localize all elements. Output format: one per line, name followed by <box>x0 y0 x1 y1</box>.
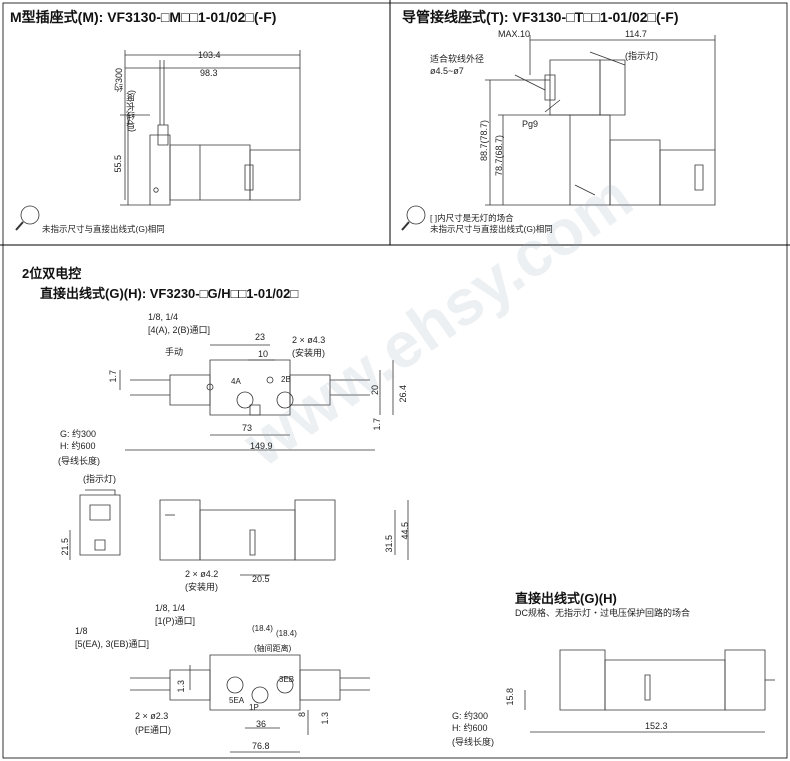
valve-t-body <box>544 59 716 206</box>
pe-label: (PE通口) <box>135 725 172 735</box>
valve-top-view <box>130 359 370 416</box>
pg9-label: Pg9 <box>522 119 539 129</box>
section-2pos-title: 2位双电控 <box>22 266 82 281</box>
valve-m-body <box>149 60 301 206</box>
dim-31-5: 31.5 <box>384 535 394 553</box>
dim-18-4-a: (18.4) <box>252 624 273 633</box>
mount-holes-4-2: 2 × ø4.2 <box>185 569 219 579</box>
dim-98-3: 98.3 <box>200 68 218 78</box>
dim-1-7-a: 1.7 <box>108 370 118 383</box>
dim-152-3: 152.3 <box>645 721 668 731</box>
pe-holes: 2 × ø2.3 <box>135 711 169 721</box>
cable-label: 适合软线外径 <box>430 54 485 64</box>
port-2b: 2B <box>281 375 291 384</box>
port-size-1p: 1/8, 1/4 <box>155 603 186 613</box>
valve-end-view <box>79 489 121 556</box>
dim-20: 20 <box>370 385 380 396</box>
h-lead-label-gh: H: 约600 <box>452 723 488 733</box>
port-size-4-2: 1/8, 1/4 <box>148 312 179 322</box>
section-gh-title: 直接出线式(G)(H) <box>515 591 617 606</box>
dim-55-5: 55.5 <box>113 155 123 173</box>
dim-78-7: 78.7(68.7) <box>494 135 504 177</box>
dim-44-5: 44.5 <box>400 522 410 540</box>
dim-1-3-b: 1.3 <box>320 712 330 725</box>
dim-76-8: 76.8 <box>252 741 270 751</box>
mount-label-4-3: (安装用) <box>292 348 325 358</box>
lead-length: 约300 <box>114 68 124 93</box>
valve-gh-view <box>559 649 775 711</box>
dim-149-9: 149.9 <box>250 441 273 451</box>
dim-1-7-b: 1.7 <box>372 418 382 431</box>
cable-range: ø4.5~ø7 <box>430 66 464 76</box>
max-10: MAX.10 <box>498 29 531 39</box>
dim-73: 73 <box>242 423 253 433</box>
section-t-note-1: [ ]内尺寸是无灯的场合 <box>430 213 514 223</box>
dim-114-7: 114.7 <box>625 29 647 39</box>
section-m-note: 未指示尺寸与直接出线式(G)相同 <box>42 224 165 234</box>
dim-88-7: 88.7(78.7) <box>479 120 489 162</box>
section-m-title: M型插座式(M): VF3130-□M□□1-01/02□(-F) <box>10 9 277 25</box>
indicator-lamp-2pos: (指示灯) <box>83 474 116 484</box>
dim-21-5: 21.5 <box>60 538 70 556</box>
dim-1-3-a: 1.3 <box>176 680 186 693</box>
section-2pos-subtitle: 直接出线式(G)(H): VF3230-□G/H□□1-01/02□ <box>40 286 299 301</box>
dim-15-8: 15.8 <box>505 688 515 706</box>
port-label-1p: [1(P)通口] <box>155 616 196 626</box>
exhaust-size: 1/8 <box>75 626 88 636</box>
h-lead-label: H: 约600 <box>60 441 96 451</box>
port-4a: 4A <box>231 377 241 386</box>
port-label-4-2: [4(A), 2(B)通口] <box>148 325 211 335</box>
manual-label: 手动 <box>165 347 184 357</box>
magnifier-icon-t <box>401 205 426 231</box>
port-3eb: 3EB <box>279 675 295 684</box>
axis-distance-label: (轴间距离) <box>254 644 292 653</box>
section-t-note-2: 未指示尺寸与直接出线式(G)相同 <box>430 224 553 234</box>
dim-23: 23 <box>255 332 266 342</box>
dim-10: 10 <box>258 349 269 359</box>
dim-18-4-b: (18.4) <box>276 629 297 638</box>
valve-side-view <box>159 499 336 561</box>
port-1p: 1P <box>249 703 259 712</box>
g-lead-label-gh: G: 约300 <box>452 711 489 721</box>
mount-holes-4-3: 2 × ø4.3 <box>292 335 326 345</box>
dim-8: 8 <box>297 712 307 718</box>
dim-103-4: 103.4 <box>198 50 221 60</box>
mount-label-4-2: (安装用) <box>185 582 218 592</box>
dim-26-4: 26.4 <box>398 385 408 403</box>
dim-20-5: 20.5 <box>252 574 270 584</box>
port-5ea: 5EA <box>229 696 245 705</box>
dim-36: 36 <box>256 719 267 729</box>
lead-length-label-gh: (导线长度) <box>452 737 494 747</box>
valve-bottom-view <box>130 654 370 711</box>
magnifier-icon-m <box>15 205 40 231</box>
section-gh-subtitle: DC规格、无指示灯・过电压保护回路的场合 <box>515 608 691 618</box>
section-t-title: 导管接线座式(T): VF3130-□T□□1-01/02□(-F) <box>402 9 679 25</box>
lead-length-label-2: (导线长度) <box>58 456 100 466</box>
exhaust-label: [5(EA), 3(EB)通口] <box>75 639 150 649</box>
lead-length-label: (导线长度) <box>126 90 136 132</box>
indicator-lamp-t: (指示灯) <box>625 51 658 61</box>
g-lead-label: G: 约300 <box>60 429 97 439</box>
